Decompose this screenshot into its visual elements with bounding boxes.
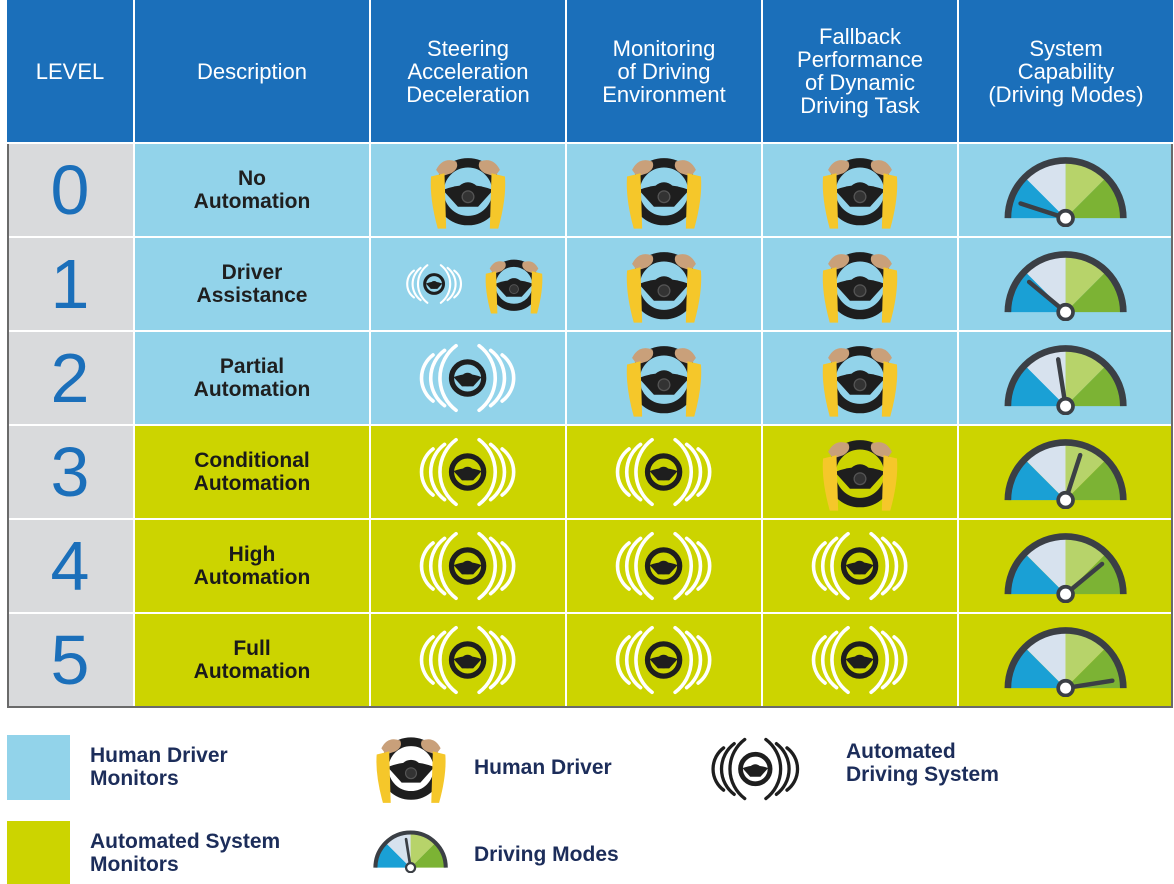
capability-cell [959,144,1173,238]
driving-mode-gauge-icon [1004,533,1128,603]
human-driver-icon [822,252,898,323]
fallback-cell [763,614,959,708]
automated-driving-system-icon [616,437,712,507]
driving-mode-gauge-icon [373,830,448,874]
capability-cell [959,332,1173,426]
legend-system-monitors-label: Automated System Monitors [90,830,281,876]
level-description-text: Full Automation [193,637,311,683]
capability-cell [959,614,1173,708]
level-number-cell: 0 [7,144,135,238]
human-driver-icon [376,737,446,803]
driving-mode-gauge-icon [1004,157,1128,227]
legend-system-monitors-swatch [7,821,70,884]
level-description-text: Conditional Automation [193,449,311,495]
capability-cell [959,238,1173,332]
driving-mode-gauge-icon [1004,627,1128,697]
automation-levels-table: LEVEL Description Steering Acceleration … [7,0,1173,708]
monitoring-cell [567,520,763,614]
legend-automated-system-label: Automated Driving System [846,740,999,786]
fallback-cell [763,426,959,520]
human-driver-icon [822,346,898,417]
level-description: Partial Automation [135,332,371,426]
level-number-cell: 1 [7,238,135,332]
legend-human-driver-label: Human Driver [474,756,612,779]
automated-driving-system-icon [812,625,908,695]
level-number-cell: 2 [7,332,135,426]
level-description: Full Automation [135,614,371,708]
steering-cell [371,520,567,614]
level-number-cell: 5 [7,614,135,708]
legend-human-monitors-label: Human Driver Monitors [90,744,228,790]
level-number: 5 [50,621,90,699]
human-driver-icon [626,158,702,229]
automated-driving-system-icon [616,531,712,601]
header-steering: Steering Acceleration Deceleration [371,0,567,144]
automated-driving-system-icon [406,264,462,304]
automated-driving-system-icon [812,531,908,601]
automated-driving-system-icon [420,531,516,601]
level-description: No Automation [135,144,371,238]
legend-human-monitors-swatch [7,735,70,800]
legend-human-driver-icon [372,728,450,806]
header-description: Description [135,0,371,144]
fallback-cell [763,332,959,426]
driving-mode-gauge-icon [1004,345,1128,415]
steering-cell [371,426,567,520]
human-driver-icon [430,158,506,229]
legend-automated-system-icon [686,736,825,802]
capability-cell [959,520,1173,614]
capability-cell [959,426,1173,520]
level-description-text: Partial Automation [193,355,311,401]
level-description-text: Driver Assistance [196,261,308,307]
header-level: LEVEL [7,0,135,144]
fallback-cell [763,520,959,614]
level-description: Conditional Automation [135,426,371,520]
automated-driving-system-icon [420,625,516,695]
level-number: 1 [50,245,90,323]
automated-driving-system-icon [711,737,800,801]
level-number: 4 [50,527,90,605]
level-description: Driver Assistance [135,238,371,332]
human-driver-icon [822,440,898,511]
legend-driving-modes-label: Driving Modes [474,843,619,866]
level-description-text: No Automation [193,167,311,213]
steering-cell [371,144,567,238]
monitoring-cell [567,332,763,426]
fallback-cell [763,238,959,332]
header-monitoring: Monitoring of Driving Environment [567,0,763,144]
monitoring-cell [567,614,763,708]
human-driver-icon [626,346,702,417]
level-number-cell: 4 [7,520,135,614]
header-fallback: Fallback Performance of Dynamic Driving … [763,0,959,144]
human-driver-icon [822,158,898,229]
automated-driving-system-icon [420,343,516,413]
level-number: 2 [50,339,90,417]
driving-mode-gauge-icon [1004,439,1128,509]
level-description-text: High Automation [193,543,311,589]
fallback-cell [763,144,959,238]
level-description: High Automation [135,520,371,614]
steering-cell [371,238,567,332]
monitoring-cell [567,238,763,332]
legend-driving-modes-icon [370,828,451,874]
monitoring-cell [567,426,763,520]
level-number: 0 [50,151,90,229]
steering-cell [371,332,567,426]
header-capability: System Capability (Driving Modes) [959,0,1173,144]
human-driver-icon [485,259,543,314]
level-number-cell: 3 [7,426,135,520]
human-driver-icon [626,252,702,323]
driving-mode-gauge-icon [1004,251,1128,321]
monitoring-cell [567,144,763,238]
automated-driving-system-icon [420,437,516,507]
steering-cell [371,614,567,708]
automated-driving-system-icon [616,625,712,695]
level-number: 3 [50,433,90,511]
